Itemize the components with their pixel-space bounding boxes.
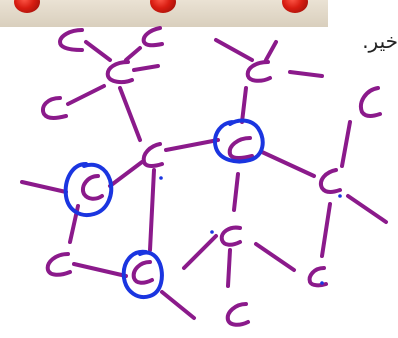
marker-dots — [159, 176, 342, 285]
carbon-letter — [141, 142, 164, 168]
bond-line — [66, 84, 106, 106]
arabic-caption: خير. — [362, 29, 398, 53]
strawberry-image — [150, 0, 176, 13]
carbon-letter — [225, 302, 250, 327]
bond-line — [340, 120, 352, 168]
bond-line — [254, 242, 296, 272]
carbon-letter — [58, 28, 84, 52]
carbon-letter — [131, 260, 154, 285]
carbon-letter — [319, 168, 342, 194]
carbon-letter — [105, 60, 134, 85]
carbon-letter — [219, 225, 242, 247]
bond-line — [124, 46, 142, 62]
bond-line — [226, 248, 232, 288]
bond-line — [232, 172, 240, 212]
bond-line — [164, 138, 220, 152]
carbon-letter — [81, 174, 104, 201]
bond-line — [288, 70, 324, 78]
bond-line — [20, 180, 68, 194]
bonds — [20, 38, 388, 320]
strawberry-image — [282, 0, 308, 13]
bond-line — [214, 38, 254, 62]
bond-line — [346, 194, 388, 224]
bond-line — [264, 40, 278, 62]
strawberry-image — [14, 0, 40, 13]
cropped-photo — [0, 0, 328, 27]
bond-line — [84, 40, 112, 62]
marker-dot — [320, 281, 324, 285]
marker-dot — [338, 194, 342, 198]
carbon-letter — [45, 252, 72, 277]
carbon-atoms — [41, 26, 382, 327]
highlight-circles — [63, 118, 265, 299]
bond-line — [118, 86, 142, 142]
carbon-letter — [359, 86, 382, 118]
bond-line — [182, 234, 218, 270]
marker-dot — [159, 176, 163, 180]
highlight-circle — [63, 162, 114, 217]
carbon-letter — [227, 136, 254, 160]
marker-dot — [210, 230, 214, 234]
bond-line — [260, 150, 316, 178]
carbon-letter — [245, 60, 272, 83]
bond-line — [132, 64, 160, 72]
highlight-circle — [121, 249, 164, 299]
bond-line — [72, 262, 128, 278]
bond-line — [240, 86, 248, 124]
bond-line — [160, 290, 196, 320]
carbon-letter — [141, 26, 164, 48]
carbon-letter — [307, 266, 328, 288]
highlight-circle — [213, 118, 265, 164]
carbon-letter — [41, 96, 68, 120]
bond-line — [148, 168, 156, 252]
bond-line — [320, 202, 332, 258]
bond-line — [108, 160, 144, 188]
